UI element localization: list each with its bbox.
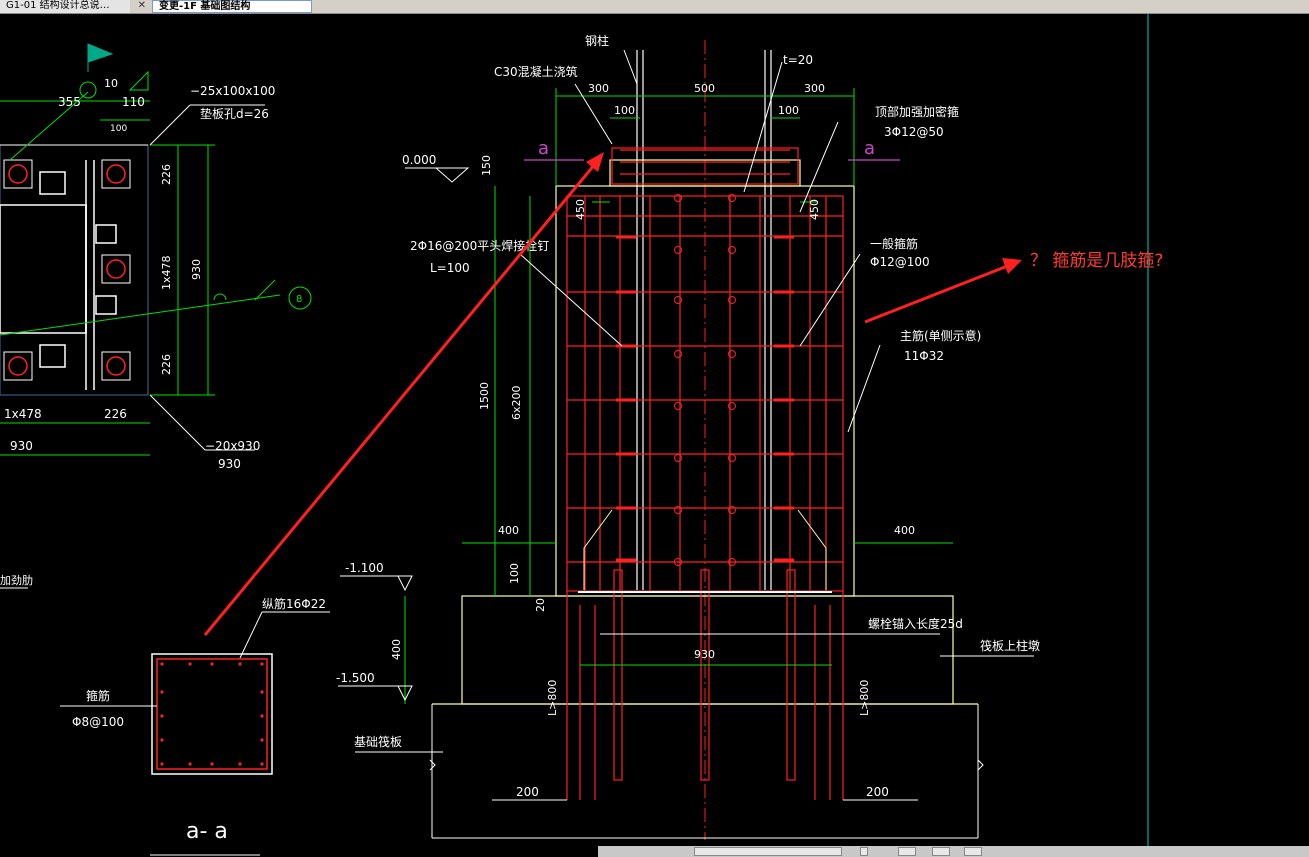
dim-200-right: 200 bbox=[866, 785, 889, 799]
top-stirrup-value: 3Φ12@50 bbox=[884, 125, 944, 139]
plate-bottom-width: 930 bbox=[218, 457, 241, 471]
tab-structural-notes[interactable]: G1-01 结构设计总说… ✕ bbox=[0, 0, 146, 13]
plate-thickness: t=20 bbox=[783, 53, 813, 67]
cad-drawing-canvas[interactable]: 355 110 100 10 −25x100x100 垫板孔d=26 226 1… bbox=[0, 14, 1309, 857]
bolt-anchor-label: 螺栓锚入长度25d bbox=[868, 616, 963, 631]
section-mark-right: a bbox=[864, 138, 875, 159]
raft-pier-label: 筏板上柱墩 bbox=[980, 638, 1040, 653]
dim-400-right: 400 bbox=[894, 524, 915, 537]
stirrup-value: Φ12@100 bbox=[870, 255, 930, 269]
section-aa: 纵筋16Φ22 箍筋 Φ8@100 a- a bbox=[60, 596, 330, 856]
dim-150: 150 bbox=[480, 155, 493, 176]
dim-226-b: 226 bbox=[160, 354, 173, 375]
status-toggle[interactable] bbox=[860, 847, 868, 856]
dim-l800-left: L>800 bbox=[546, 680, 559, 716]
dim-500: 500 bbox=[694, 82, 715, 95]
stud-label: 2Φ16@200平头焊接栓钉 bbox=[410, 238, 549, 253]
section-long-bar: 纵筋16Φ22 bbox=[262, 596, 326, 611]
dim-930: 930 bbox=[694, 648, 715, 661]
dim-10: 10 bbox=[104, 77, 118, 90]
dim-110: 110 bbox=[122, 95, 145, 109]
tab-foundation-drawing[interactable]: 变更-1F 基础图结构 bbox=[152, 0, 312, 13]
weld-mark: 8 bbox=[296, 294, 302, 305]
elevation-m1500: -1.500 bbox=[336, 671, 375, 685]
dim-930-v: 930 bbox=[190, 259, 203, 280]
dim-100-v: 100 bbox=[508, 563, 521, 584]
dim-20: 20 bbox=[534, 598, 547, 612]
section-stirrup-label: 箍筋 bbox=[86, 688, 110, 703]
status-toggle[interactable] bbox=[964, 847, 982, 856]
section-mark-left: a bbox=[538, 138, 549, 159]
status-toggle[interactable] bbox=[932, 847, 950, 856]
status-bar bbox=[598, 846, 1309, 857]
main-bar-label: 主筋(单侧示意) bbox=[900, 328, 981, 343]
section-title: a- a bbox=[186, 819, 228, 844]
dim-400-left: 400 bbox=[498, 524, 519, 537]
dim-300-right: 300 bbox=[804, 82, 825, 95]
status-field[interactable] bbox=[694, 847, 842, 856]
dim-300-left: 300 bbox=[588, 82, 609, 95]
top-stirrup-label: 顶部加强加密箍 bbox=[875, 104, 959, 119]
plate-bottom-label: −20x930 bbox=[205, 439, 260, 453]
raft-base-label: 基础筏板 bbox=[354, 735, 402, 749]
dim-6x200: 6x200 bbox=[510, 385, 523, 420]
plate-hole-label: 垫板孔d=26 bbox=[200, 106, 269, 121]
stirrup-label: 一般箍筋 bbox=[870, 236, 918, 251]
dim-100-right: 100 bbox=[778, 104, 799, 117]
dim-200-left: 200 bbox=[516, 785, 539, 799]
dim-1x478-v: 1x478 bbox=[160, 255, 173, 290]
concrete-label: C30混凝土浇筑 bbox=[494, 64, 578, 79]
annotation-question: ？ 箍筋是几肢箍? bbox=[1030, 251, 1164, 271]
tab-bar: G1-01 结构设计总说… ✕ 变更-1F 基础图结构 bbox=[0, 0, 1309, 14]
steel-column-label: 钢柱 bbox=[585, 33, 609, 48]
dim-930-h: 930 bbox=[10, 439, 33, 453]
dim-1x478-h: 1x478 bbox=[4, 407, 42, 421]
left-plan-view: 355 110 100 10 −25x100x100 垫板孔d=26 226 1… bbox=[0, 43, 312, 589]
dim-1500: 1500 bbox=[478, 382, 491, 410]
tab-label: 变更-1F 基础图结构 bbox=[159, 1, 251, 12]
elevation-0000: 0.000 bbox=[402, 153, 436, 167]
dim-100: 100 bbox=[110, 124, 127, 134]
close-icon[interactable]: ✕ bbox=[137, 0, 146, 11]
main-bar-value: 11Φ32 bbox=[904, 349, 944, 363]
dim-l800-right: L>800 bbox=[858, 680, 871, 716]
tab-label: G1-01 结构设计总说… bbox=[6, 0, 110, 11]
elevation-m1100: -1.100 bbox=[345, 561, 384, 575]
dim-100-left: 100 bbox=[614, 104, 635, 117]
dim-450-right: 450 bbox=[808, 199, 821, 220]
section-stirrup-value: Φ8@100 bbox=[72, 715, 124, 729]
stiffener-note: 加劲肋 bbox=[0, 573, 33, 587]
dim-400-v: 400 bbox=[390, 639, 403, 660]
dim-226-h: 226 bbox=[104, 407, 127, 421]
plate-top-label: −25x100x100 bbox=[190, 84, 275, 98]
dim-226-a: 226 bbox=[160, 164, 173, 185]
markup-arrows bbox=[203, 152, 1022, 636]
stud-length: L=100 bbox=[430, 261, 470, 275]
column-base-elevation: 钢柱 C30混凝土浇筑 t=20 300 500 300 100 100 a a… bbox=[336, 33, 1040, 840]
dim-450-left: 450 bbox=[574, 199, 587, 220]
status-toggle[interactable] bbox=[898, 847, 916, 856]
dim-355: 355 bbox=[58, 95, 81, 109]
